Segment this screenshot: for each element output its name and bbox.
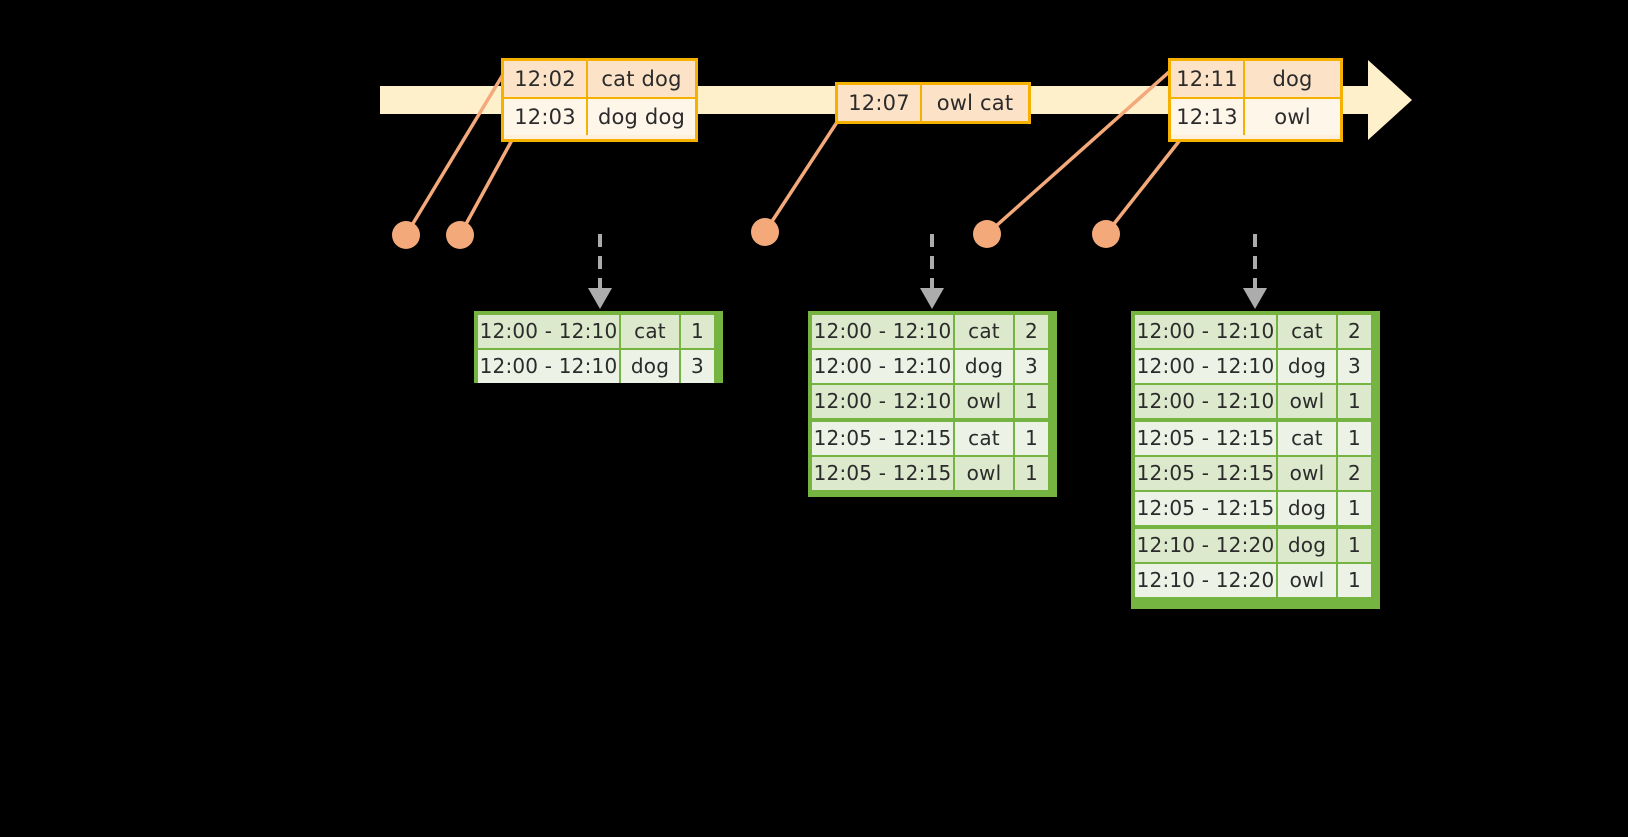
cell-word: dog [1278, 492, 1336, 525]
event-words: dog [1245, 61, 1340, 97]
cell-word: cat [1278, 315, 1336, 348]
event-time: 12:13 [1171, 99, 1245, 135]
event-row: 12:03 dog dog [504, 97, 695, 135]
cell-window: 12:00 - 12:10 [812, 315, 953, 348]
result-table-1: 12:00 - 12:10 cat 1 12:00 - 12:10 dog 3 [474, 311, 723, 383]
cell-count: 2 [1338, 315, 1371, 348]
cell-window: 12:00 - 12:10 [478, 350, 619, 383]
table-row: 12:05 - 12:15 dog 1 [1135, 492, 1376, 525]
event-dot-3 [751, 218, 779, 246]
table-row: 12:05 - 12:15 cat 1 [812, 422, 1053, 455]
cell-window: 12:05 - 12:15 [812, 457, 953, 490]
window-separator [1135, 525, 1376, 529]
event-group-2: 12:07 owl cat [835, 82, 1031, 124]
event-row: 12:07 owl cat [838, 85, 1028, 121]
window-separator [1135, 418, 1376, 422]
table-row: 12:05 - 12:15 owl 2 [1135, 457, 1376, 490]
cell-count: 3 [1338, 350, 1371, 383]
connector-line-3 [763, 112, 845, 233]
cell-count: 1 [1338, 529, 1371, 562]
cell-count: 3 [1015, 350, 1048, 383]
table-row: 12:10 - 12:20 owl 1 [1135, 564, 1376, 597]
event-time: 12:02 [504, 61, 588, 97]
table-row: 12:00 - 12:10 owl 1 [812, 385, 1053, 418]
event-dot-5 [1092, 220, 1120, 248]
table-row: 12:00 - 12:10 dog 3 [1135, 350, 1376, 383]
table-row: 12:00 - 12:10 dog 3 [812, 350, 1053, 383]
event-words: owl [1245, 99, 1340, 135]
cell-window: 12:00 - 12:10 [812, 385, 953, 418]
cell-count: 1 [1338, 492, 1371, 525]
table-row: 12:00 - 12:10 cat 2 [812, 315, 1053, 348]
result-table-3: 12:00 - 12:10 cat 2 12:00 - 12:10 dog 3 … [1131, 311, 1380, 609]
event-row: 12:11 dog [1171, 61, 1340, 97]
cell-word: dog [1278, 529, 1336, 562]
connector-line-5 [1104, 138, 1182, 236]
cell-count: 1 [1338, 422, 1371, 455]
event-time: 12:07 [838, 85, 922, 121]
cell-window: 12:05 - 12:15 [1135, 492, 1276, 525]
cell-window: 12:00 - 12:10 [1135, 350, 1276, 383]
window-separator [812, 418, 1053, 422]
cell-word: cat [1278, 422, 1336, 455]
cell-count: 3 [681, 350, 714, 383]
trigger-arrow-3 [1243, 234, 1267, 309]
cell-window: 12:00 - 12:10 [1135, 385, 1276, 418]
cell-window: 12:05 - 12:15 [1135, 422, 1276, 455]
cell-word: cat [955, 315, 1013, 348]
cell-word: dog [955, 350, 1013, 383]
cell-count: 1 [1338, 385, 1371, 418]
event-words: owl cat [922, 85, 1028, 121]
event-time: 12:11 [1171, 61, 1245, 97]
cell-window: 12:05 - 12:15 [1135, 457, 1276, 490]
cell-word: dog [1278, 350, 1336, 383]
connector-line-2 [458, 139, 514, 236]
cell-count: 2 [1015, 315, 1048, 348]
cell-window: 12:10 - 12:20 [1135, 564, 1276, 597]
table-row: 12:10 - 12:20 dog 1 [1135, 529, 1376, 562]
cell-window: 12:00 - 12:10 [478, 315, 619, 348]
cell-window: 12:05 - 12:15 [812, 422, 953, 455]
cell-count: 2 [1338, 457, 1371, 490]
cell-word: owl [1278, 457, 1336, 490]
cell-count: 1 [1015, 422, 1048, 455]
cell-word: cat [955, 422, 1013, 455]
cell-count: 1 [1015, 385, 1048, 418]
table-row: 12:05 - 12:15 owl 1 [812, 457, 1053, 490]
table-row: 12:00 - 12:10 dog 3 [478, 350, 719, 383]
cell-window: 12:00 - 12:10 [1135, 315, 1276, 348]
cell-word: cat [621, 315, 679, 348]
cell-word: owl [1278, 385, 1336, 418]
event-words: cat dog [588, 61, 695, 97]
result-table-2: 12:00 - 12:10 cat 2 12:00 - 12:10 dog 3 … [808, 311, 1057, 497]
connector-line-1 [404, 62, 512, 236]
event-row: 12:13 owl [1171, 97, 1340, 135]
table-row: 12:00 - 12:10 owl 1 [1135, 385, 1376, 418]
cell-word: owl [955, 385, 1013, 418]
trigger-arrow-2 [920, 234, 944, 309]
event-dot-1 [392, 221, 420, 249]
trigger-arrow-1 [588, 234, 612, 309]
table-row: 12:00 - 12:10 cat 1 [478, 315, 719, 348]
event-dot-2 [446, 221, 474, 249]
table-row: 12:05 - 12:15 cat 1 [1135, 422, 1376, 455]
event-row: 12:02 cat dog [504, 61, 695, 97]
cell-count: 1 [1338, 564, 1371, 597]
cell-count: 1 [681, 315, 714, 348]
event-dots [392, 218, 1120, 249]
cell-word: owl [1278, 564, 1336, 597]
cell-count: 1 [1015, 457, 1048, 490]
cell-window: 12:10 - 12:20 [1135, 529, 1276, 562]
event-group-1: 12:02 cat dog 12:03 dog dog [501, 58, 698, 142]
event-words: dog dog [588, 99, 695, 135]
table-row: 12:00 - 12:10 cat 2 [1135, 315, 1376, 348]
event-dot-4 [973, 220, 1001, 248]
cell-window: 12:00 - 12:10 [812, 350, 953, 383]
event-group-3: 12:11 dog 12:13 owl [1168, 58, 1343, 142]
event-time: 12:03 [504, 99, 588, 135]
cell-word: owl [955, 457, 1013, 490]
cell-word: dog [621, 350, 679, 383]
trigger-arrows [588, 234, 1267, 309]
